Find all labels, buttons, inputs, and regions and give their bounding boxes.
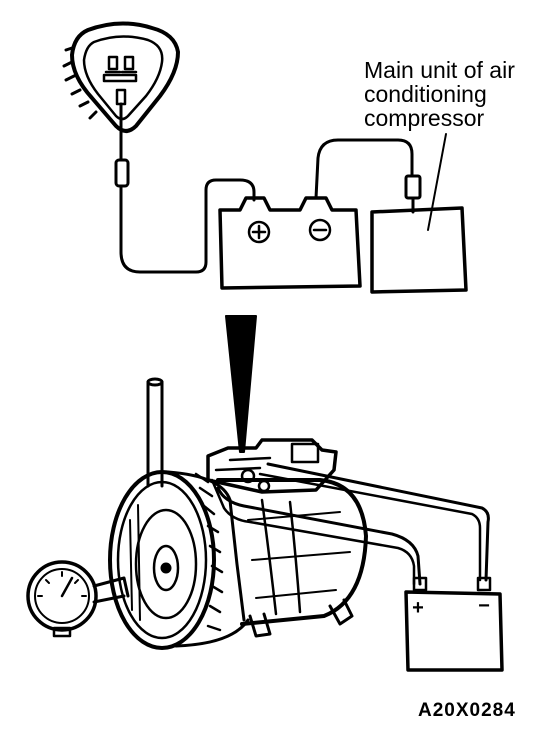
main-unit-label-line3: compressor [364,105,485,131]
negative-terminal-label: − [478,595,490,617]
main-unit-box [370,206,468,294]
pointer-arrow-icon [225,315,257,453]
test-leads [210,462,492,592]
battery-icon [218,138,422,290]
positive-terminal-label: + [412,597,424,619]
callout-leader-line [427,133,447,231]
main-unit-label-line1: Main unit of air [364,57,515,83]
figure-id: A20X0284 [418,700,516,721]
dial-gauge-icon [26,560,130,638]
main-unit-label: Main unit of air conditioning compressor [364,58,515,130]
battery-bottom-icon [404,590,504,672]
main-unit-label-line2: conditioning [364,81,487,107]
connector-icon [62,21,256,274]
compressor-icon [108,377,368,650]
